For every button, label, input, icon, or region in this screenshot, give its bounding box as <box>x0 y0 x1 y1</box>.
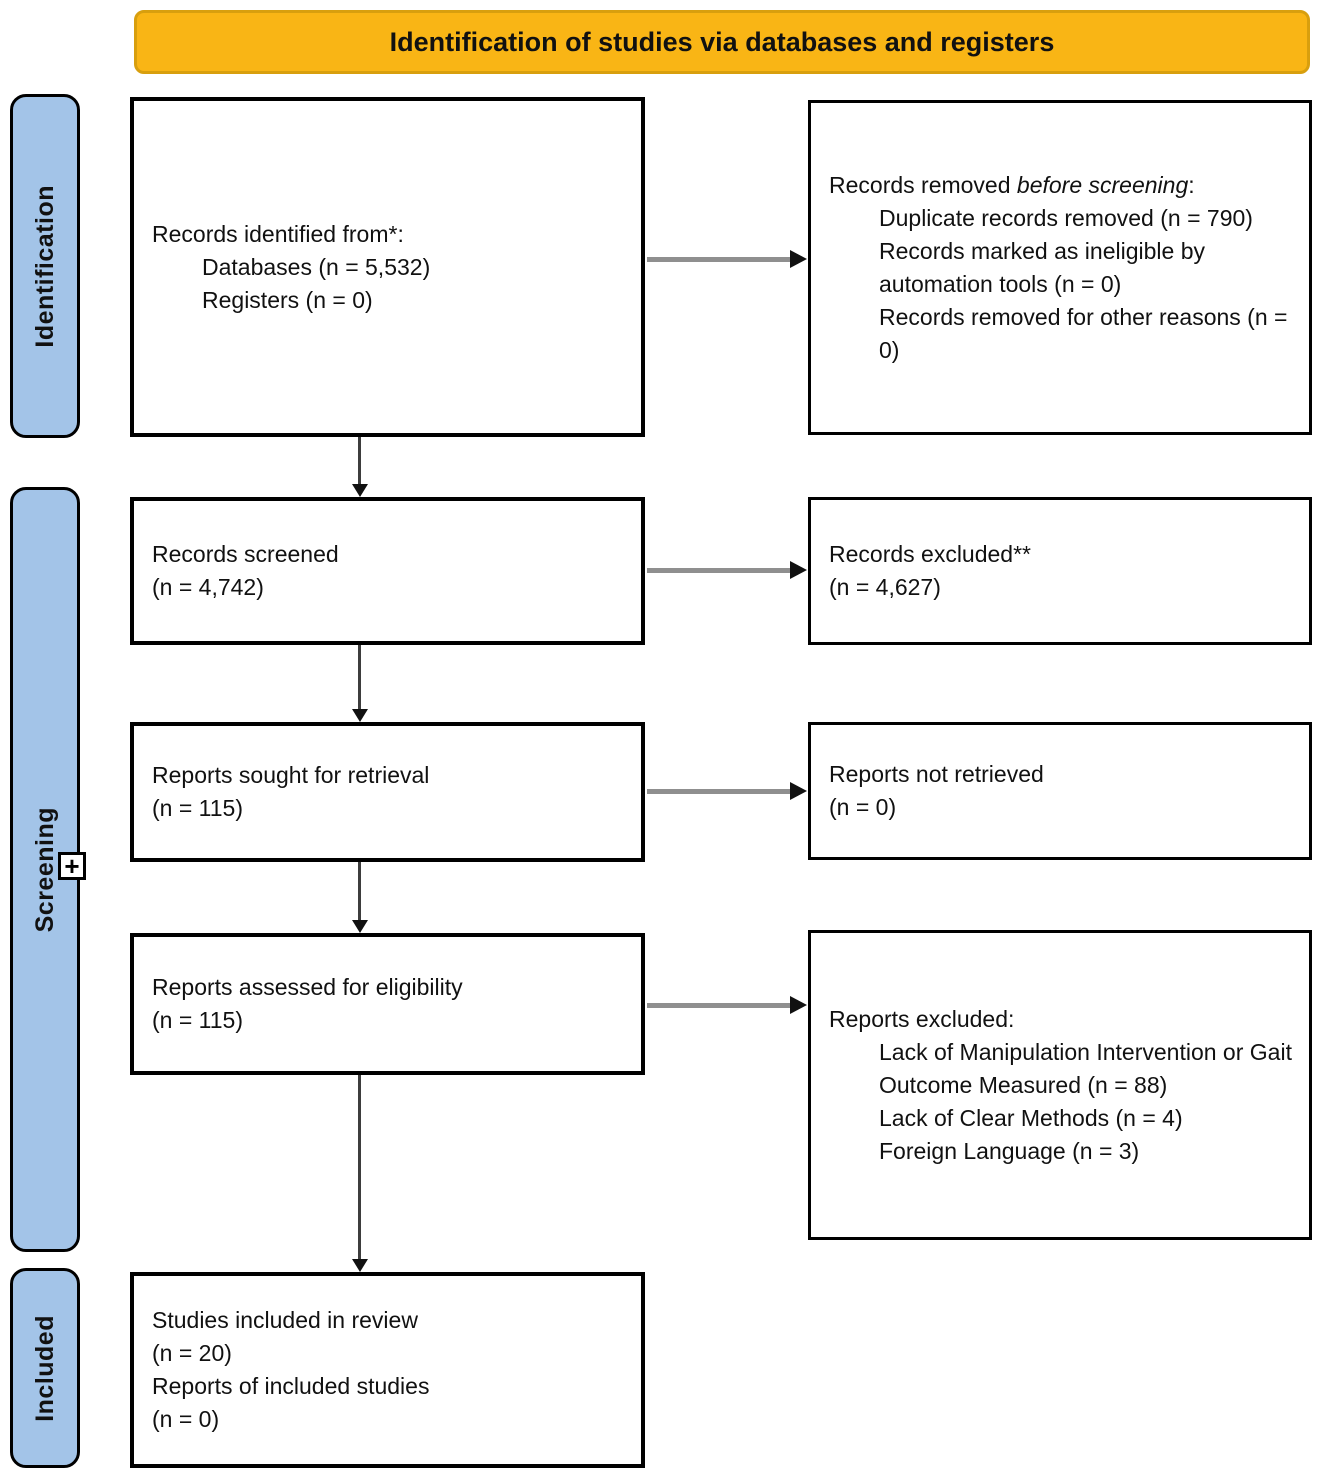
records-identified-title: Records identified from*: <box>152 220 404 247</box>
records-excluded-line: Records excluded** <box>829 541 1032 567</box>
stage-screening-label: Screening <box>30 806 59 933</box>
stage-included: Included <box>10 1268 80 1468</box>
plus-cursor-glyph: + <box>64 851 80 881</box>
records-identified-item: Databases (n = 5,532) <box>202 253 431 280</box>
banner-title: Identification of studies via databases … <box>134 10 1310 74</box>
box-records-removed: Records removed before screening: Duplic… <box>808 100 1312 435</box>
records-removed-item: Records marked as ineligible by automati… <box>879 237 1205 297</box>
box-records-screened: Records screened (n = 4,742) <box>130 497 645 645</box>
box-reports-excluded: Reports excluded: Lack of Manipulation I… <box>808 930 1312 1240</box>
reports-excluded-item: Lack of Manipulation Intervention or Gai… <box>879 1038 1292 1098</box>
studies-included-line: Studies included in review <box>152 1307 418 1333</box>
reports-excluded-item: Foreign Language (n = 3) <box>879 1137 1140 1164</box>
reports-of-included-line: Reports of included studies <box>152 1373 430 1399</box>
records-screened-count: (n = 4,742) <box>152 574 264 600</box>
box-records-identified: Records identified from*: Databases (n =… <box>130 97 645 437</box>
records-removed-item: Duplicate records removed (n = 790) <box>879 204 1253 231</box>
records-excluded-count: (n = 4,627) <box>829 574 941 600</box>
reports-excluded-title: Reports excluded: <box>829 1005 1015 1032</box>
box-reports-sought: Reports sought for retrieval (n = 115) <box>130 722 645 862</box>
records-removed-title: Records removed before screening: <box>829 171 1195 198</box>
reports-sought-line: Reports sought for retrieval <box>152 762 430 788</box>
stage-identification-label: Identification <box>30 184 59 348</box>
box-studies-included: Studies included in review (n = 20) Repo… <box>130 1272 645 1468</box>
reports-of-included-count: (n = 0) <box>152 1406 220 1432</box>
reports-not-retrieved-count: (n = 0) <box>829 794 897 820</box>
records-screened-line: Records screened <box>152 541 339 567</box>
box-records-excluded: Records excluded** (n = 4,627) <box>808 497 1312 645</box>
reports-excluded-item: Lack of Clear Methods (n = 4) <box>879 1104 1183 1131</box>
reports-sought-count: (n = 115) <box>152 795 243 821</box>
reports-assessed-line: Reports assessed for eligibility <box>152 974 463 1000</box>
box-reports-assessed: Reports assessed for eligibility (n = 11… <box>130 933 645 1075</box>
reports-assessed-count: (n = 115) <box>152 1007 243 1033</box>
reports-not-retrieved-line: Reports not retrieved <box>829 761 1044 787</box>
stage-included-label: Included <box>30 1314 59 1422</box>
box-reports-not-retrieved: Reports not retrieved (n = 0) <box>808 722 1312 860</box>
records-removed-title-italic: before screening <box>1016 171 1189 198</box>
stage-identification: Identification <box>10 94 80 438</box>
plus-cursor-icon[interactable]: + <box>58 852 86 880</box>
records-identified-item: Registers (n = 0) <box>202 286 373 313</box>
records-removed-item: Records removed for other reasons (n = 0… <box>879 303 1288 363</box>
studies-included-count: (n = 20) <box>152 1340 232 1366</box>
